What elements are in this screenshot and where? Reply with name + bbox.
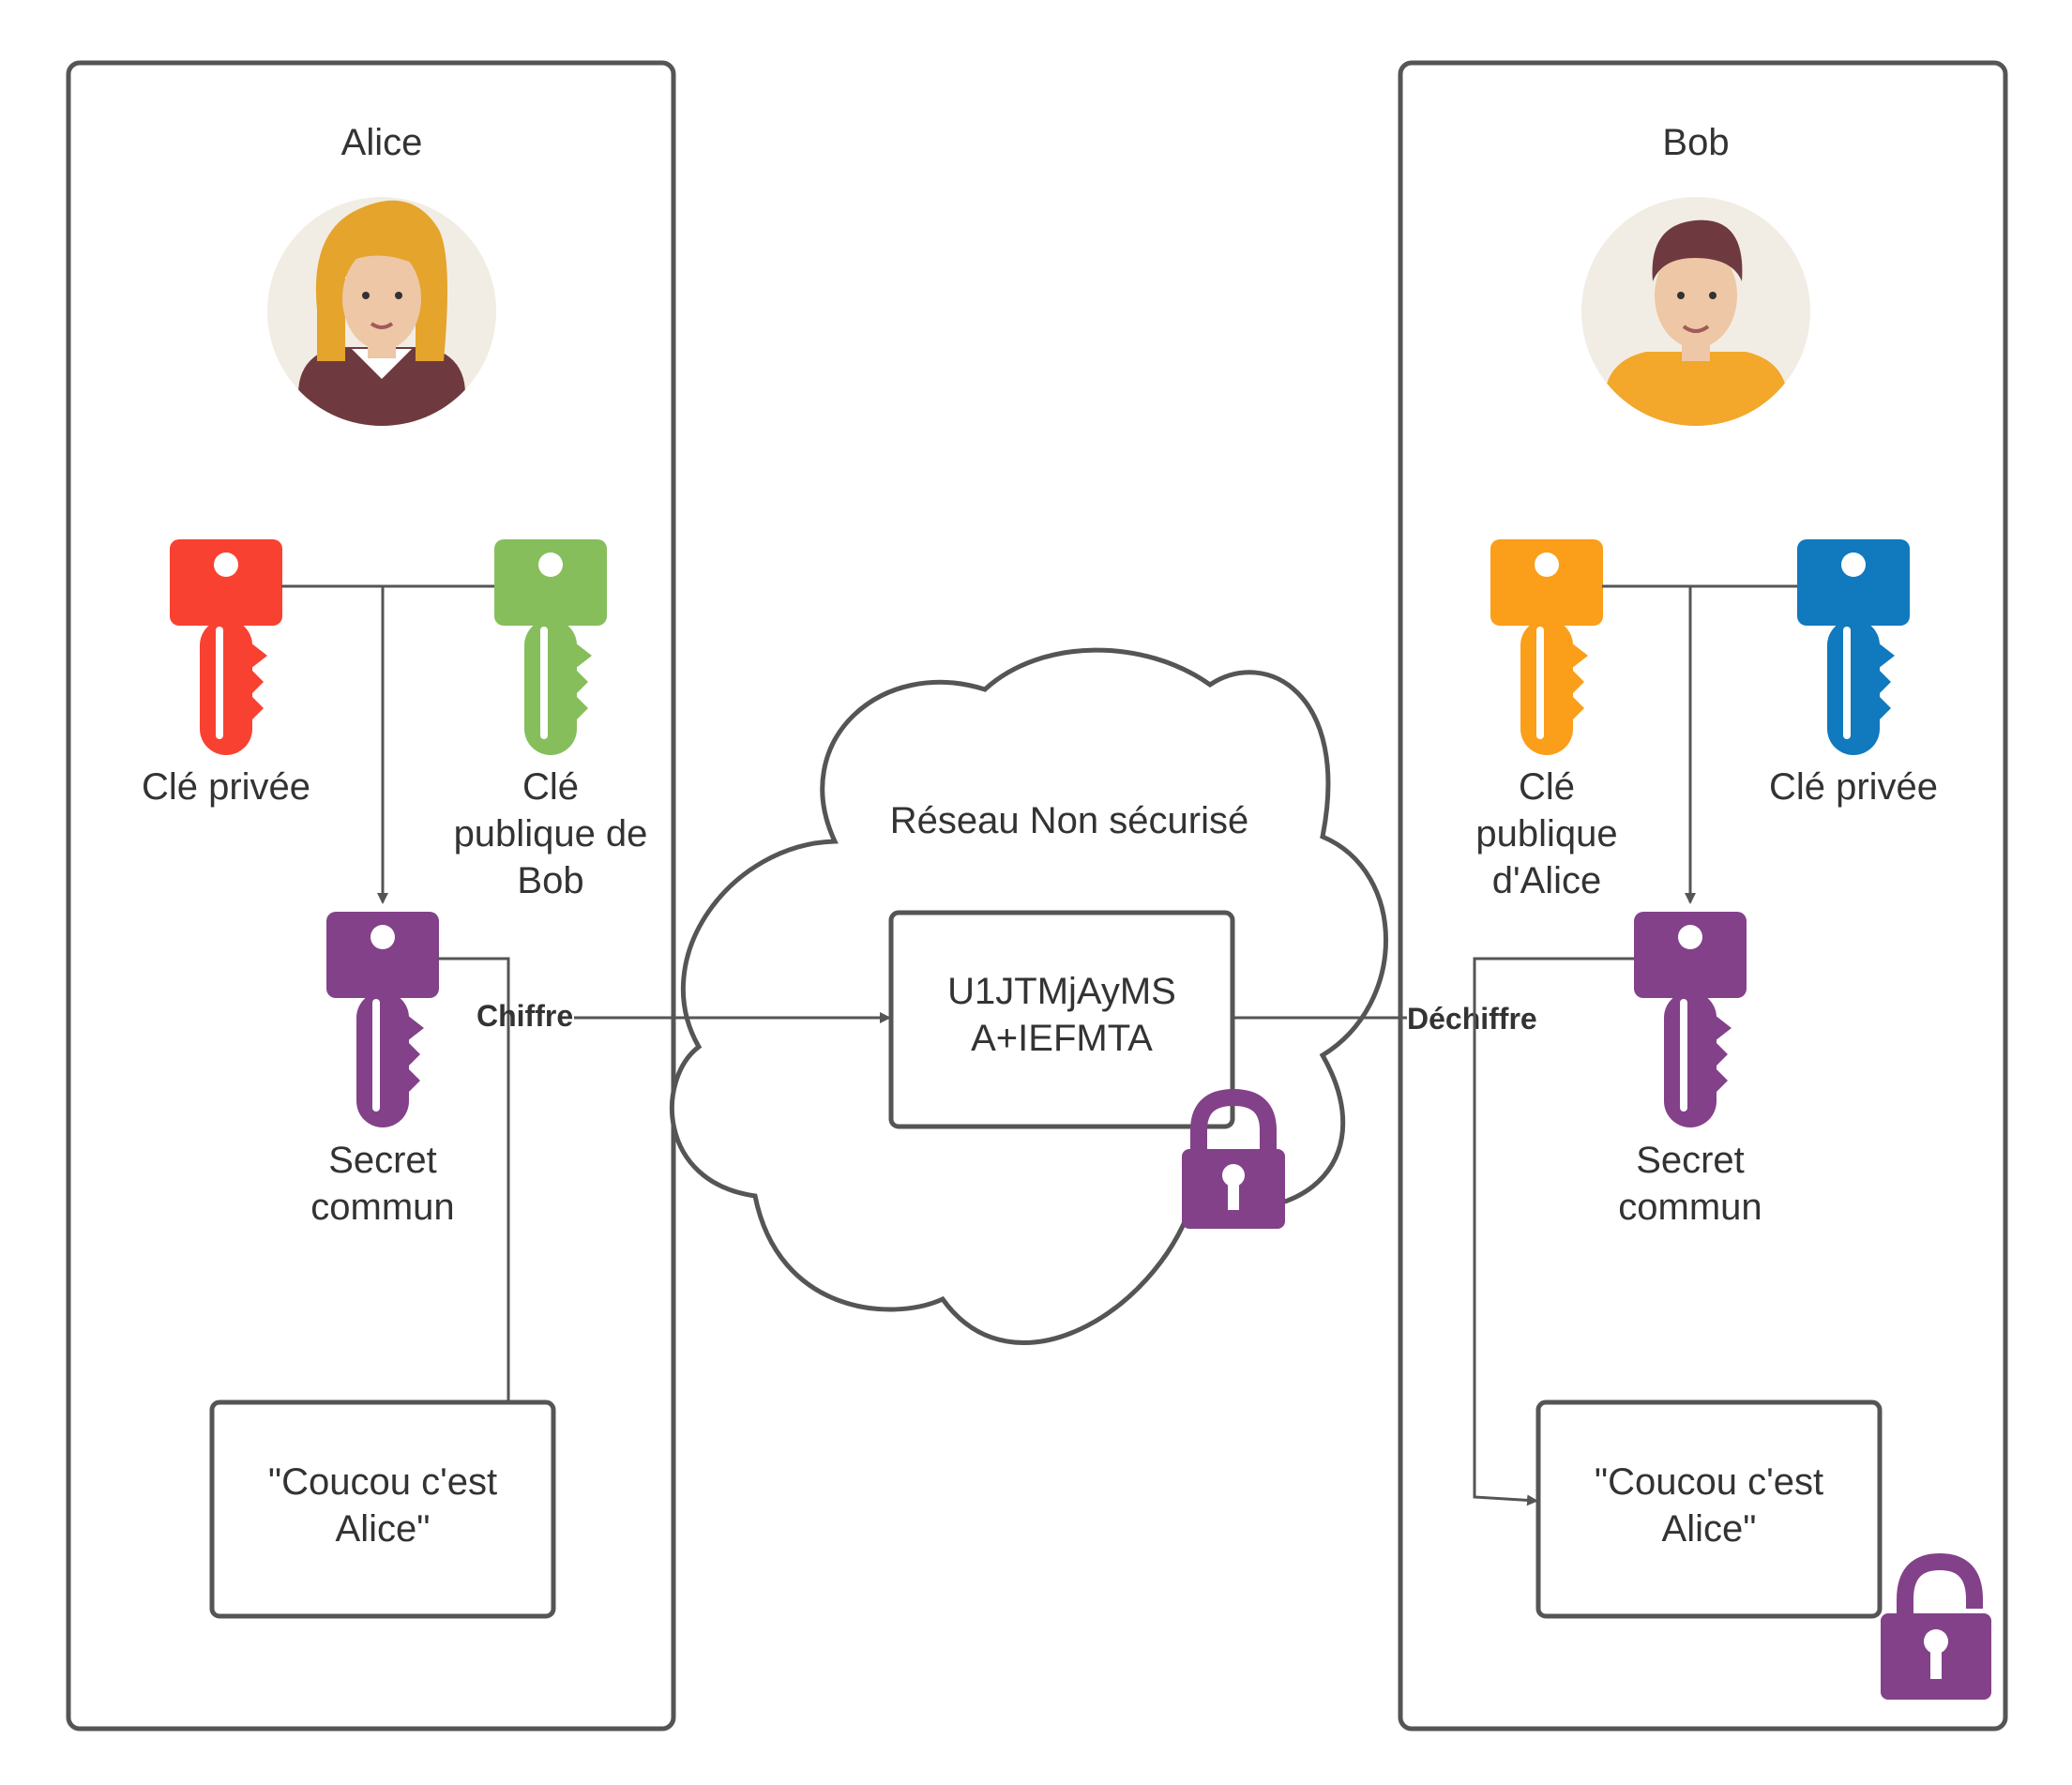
ciphertext-box bbox=[888, 910, 1235, 1129]
bob-message-line-2: Alice" bbox=[1662, 1508, 1757, 1550]
alice-other-public-key-label-2: publique de bbox=[454, 813, 648, 855]
bob-other-public-key-label-1: Clé bbox=[1519, 766, 1575, 808]
alice-message-line-1: "Coucou c'est bbox=[268, 1461, 497, 1503]
bob-secret-key-icon bbox=[1634, 912, 1747, 1127]
alice-private-key-label: Clé privée bbox=[142, 766, 310, 808]
alice-secret-key-icon bbox=[326, 912, 439, 1127]
ciphertext-line-1: U1JTMjAyMS bbox=[947, 971, 1176, 1012]
bob-secret-label-2: commun bbox=[1618, 1187, 1762, 1228]
open-padlock-icon bbox=[1881, 1552, 1991, 1700]
encrypt-label: Chiffre bbox=[476, 999, 573, 1033]
alice-other-public-key-label-1: Clé bbox=[522, 766, 579, 808]
bob-public-key-icon bbox=[494, 539, 607, 755]
alice-name: Alice bbox=[341, 122, 423, 163]
bob-panel bbox=[1398, 60, 2008, 1732]
bob-private-key-icon bbox=[1797, 539, 1910, 755]
bob-name: Bob bbox=[1662, 122, 1729, 163]
decrypt-label: Déchiffre bbox=[1407, 1002, 1537, 1036]
bob-secret-label-1: Secret bbox=[1636, 1140, 1745, 1181]
alice-panel bbox=[66, 60, 676, 1732]
ciphertext-line-2: A+IEFMTA bbox=[971, 1018, 1153, 1059]
network-label: Réseau Non sécurisé bbox=[890, 800, 1248, 841]
alice-secret-label-1: Secret bbox=[328, 1140, 437, 1181]
alice-secret-label-2: commun bbox=[310, 1187, 454, 1228]
closed-padlock-icon bbox=[1182, 1088, 1285, 1229]
bob-other-public-key-label-3: d'Alice bbox=[1492, 860, 1602, 901]
decrypt-arrow bbox=[1473, 957, 1634, 1506]
alice-public-key-icon bbox=[1490, 539, 1603, 755]
bob-message-box bbox=[1535, 1399, 1883, 1619]
alice-other-public-key-label-3: Bob bbox=[517, 860, 583, 901]
alice-avatar-icon bbox=[267, 197, 496, 426]
bob-private-key-label: Clé privée bbox=[1769, 766, 1938, 808]
bob-other-public-key-label-2: publique bbox=[1475, 813, 1617, 855]
alice-private-key-icon bbox=[170, 539, 282, 755]
bob-message-line-1: "Coucou c'est bbox=[1595, 1461, 1823, 1503]
alice-message-line-2: Alice" bbox=[336, 1508, 431, 1550]
alice-message-box bbox=[209, 1399, 556, 1619]
alice-message-connector bbox=[438, 957, 510, 1400]
